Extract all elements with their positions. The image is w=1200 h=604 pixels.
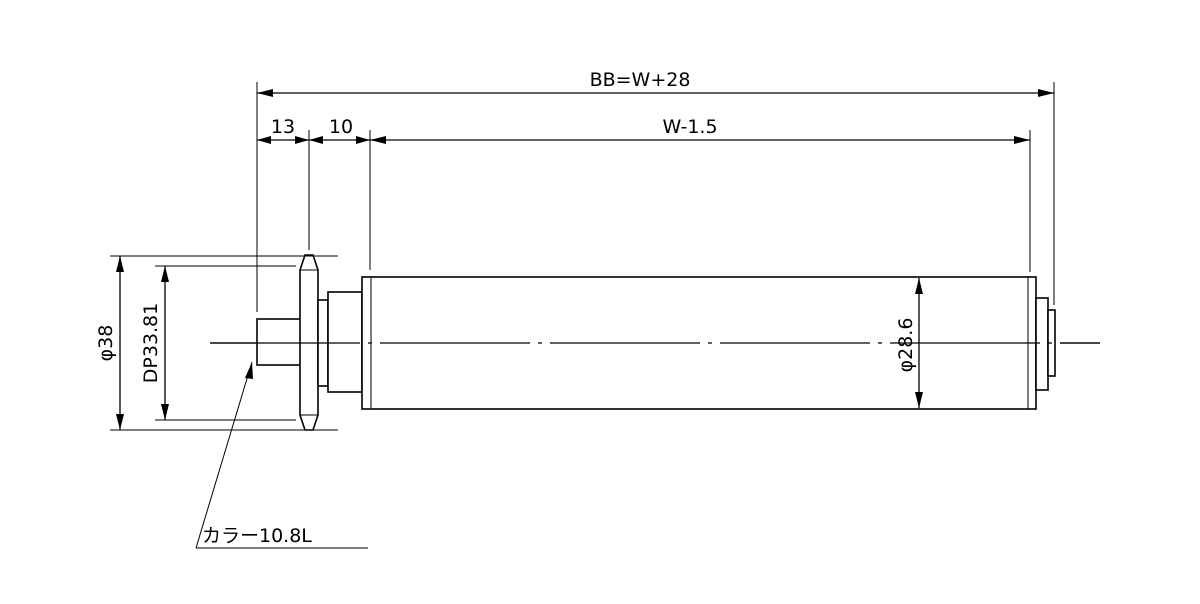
arrow-overall-right [1038,89,1054,97]
arrow-d286-bottom [915,392,923,408]
arrow-d286-top [915,278,923,294]
collar-body [256,318,304,366]
dim-d38-label: φ38 [95,325,117,362]
dim-dp-label: DP33.81 [140,303,162,383]
arrow-tube-right [1014,136,1030,144]
arrow-d38-bottom [116,414,124,430]
arrow-d38-top [116,256,124,272]
collar-leader-arrow [245,362,253,379]
dim-step-label: 10 [329,116,353,138]
dim-overall-label: BB=W+28 [590,69,691,91]
step-boss [327,291,363,393]
dim-d286-label: φ28.6 [895,318,917,373]
arrow-collar-left [257,136,271,144]
arrow-overall-left [257,89,273,97]
collar-callout-label: カラー10.8L [202,525,312,547]
dim-collar-label: 13 [271,116,295,138]
collar-leader-line [195,361,253,549]
arrow-tube-left [370,136,386,144]
dim-tube-label: W-1.5 [662,116,717,138]
arrow-collar-right [295,136,309,144]
right-cap [1035,297,1049,391]
arrow-dp-top [161,266,169,282]
arrow-step-right [356,136,370,144]
arrow-step-left [309,136,323,144]
arrow-dp-bottom [161,404,169,420]
